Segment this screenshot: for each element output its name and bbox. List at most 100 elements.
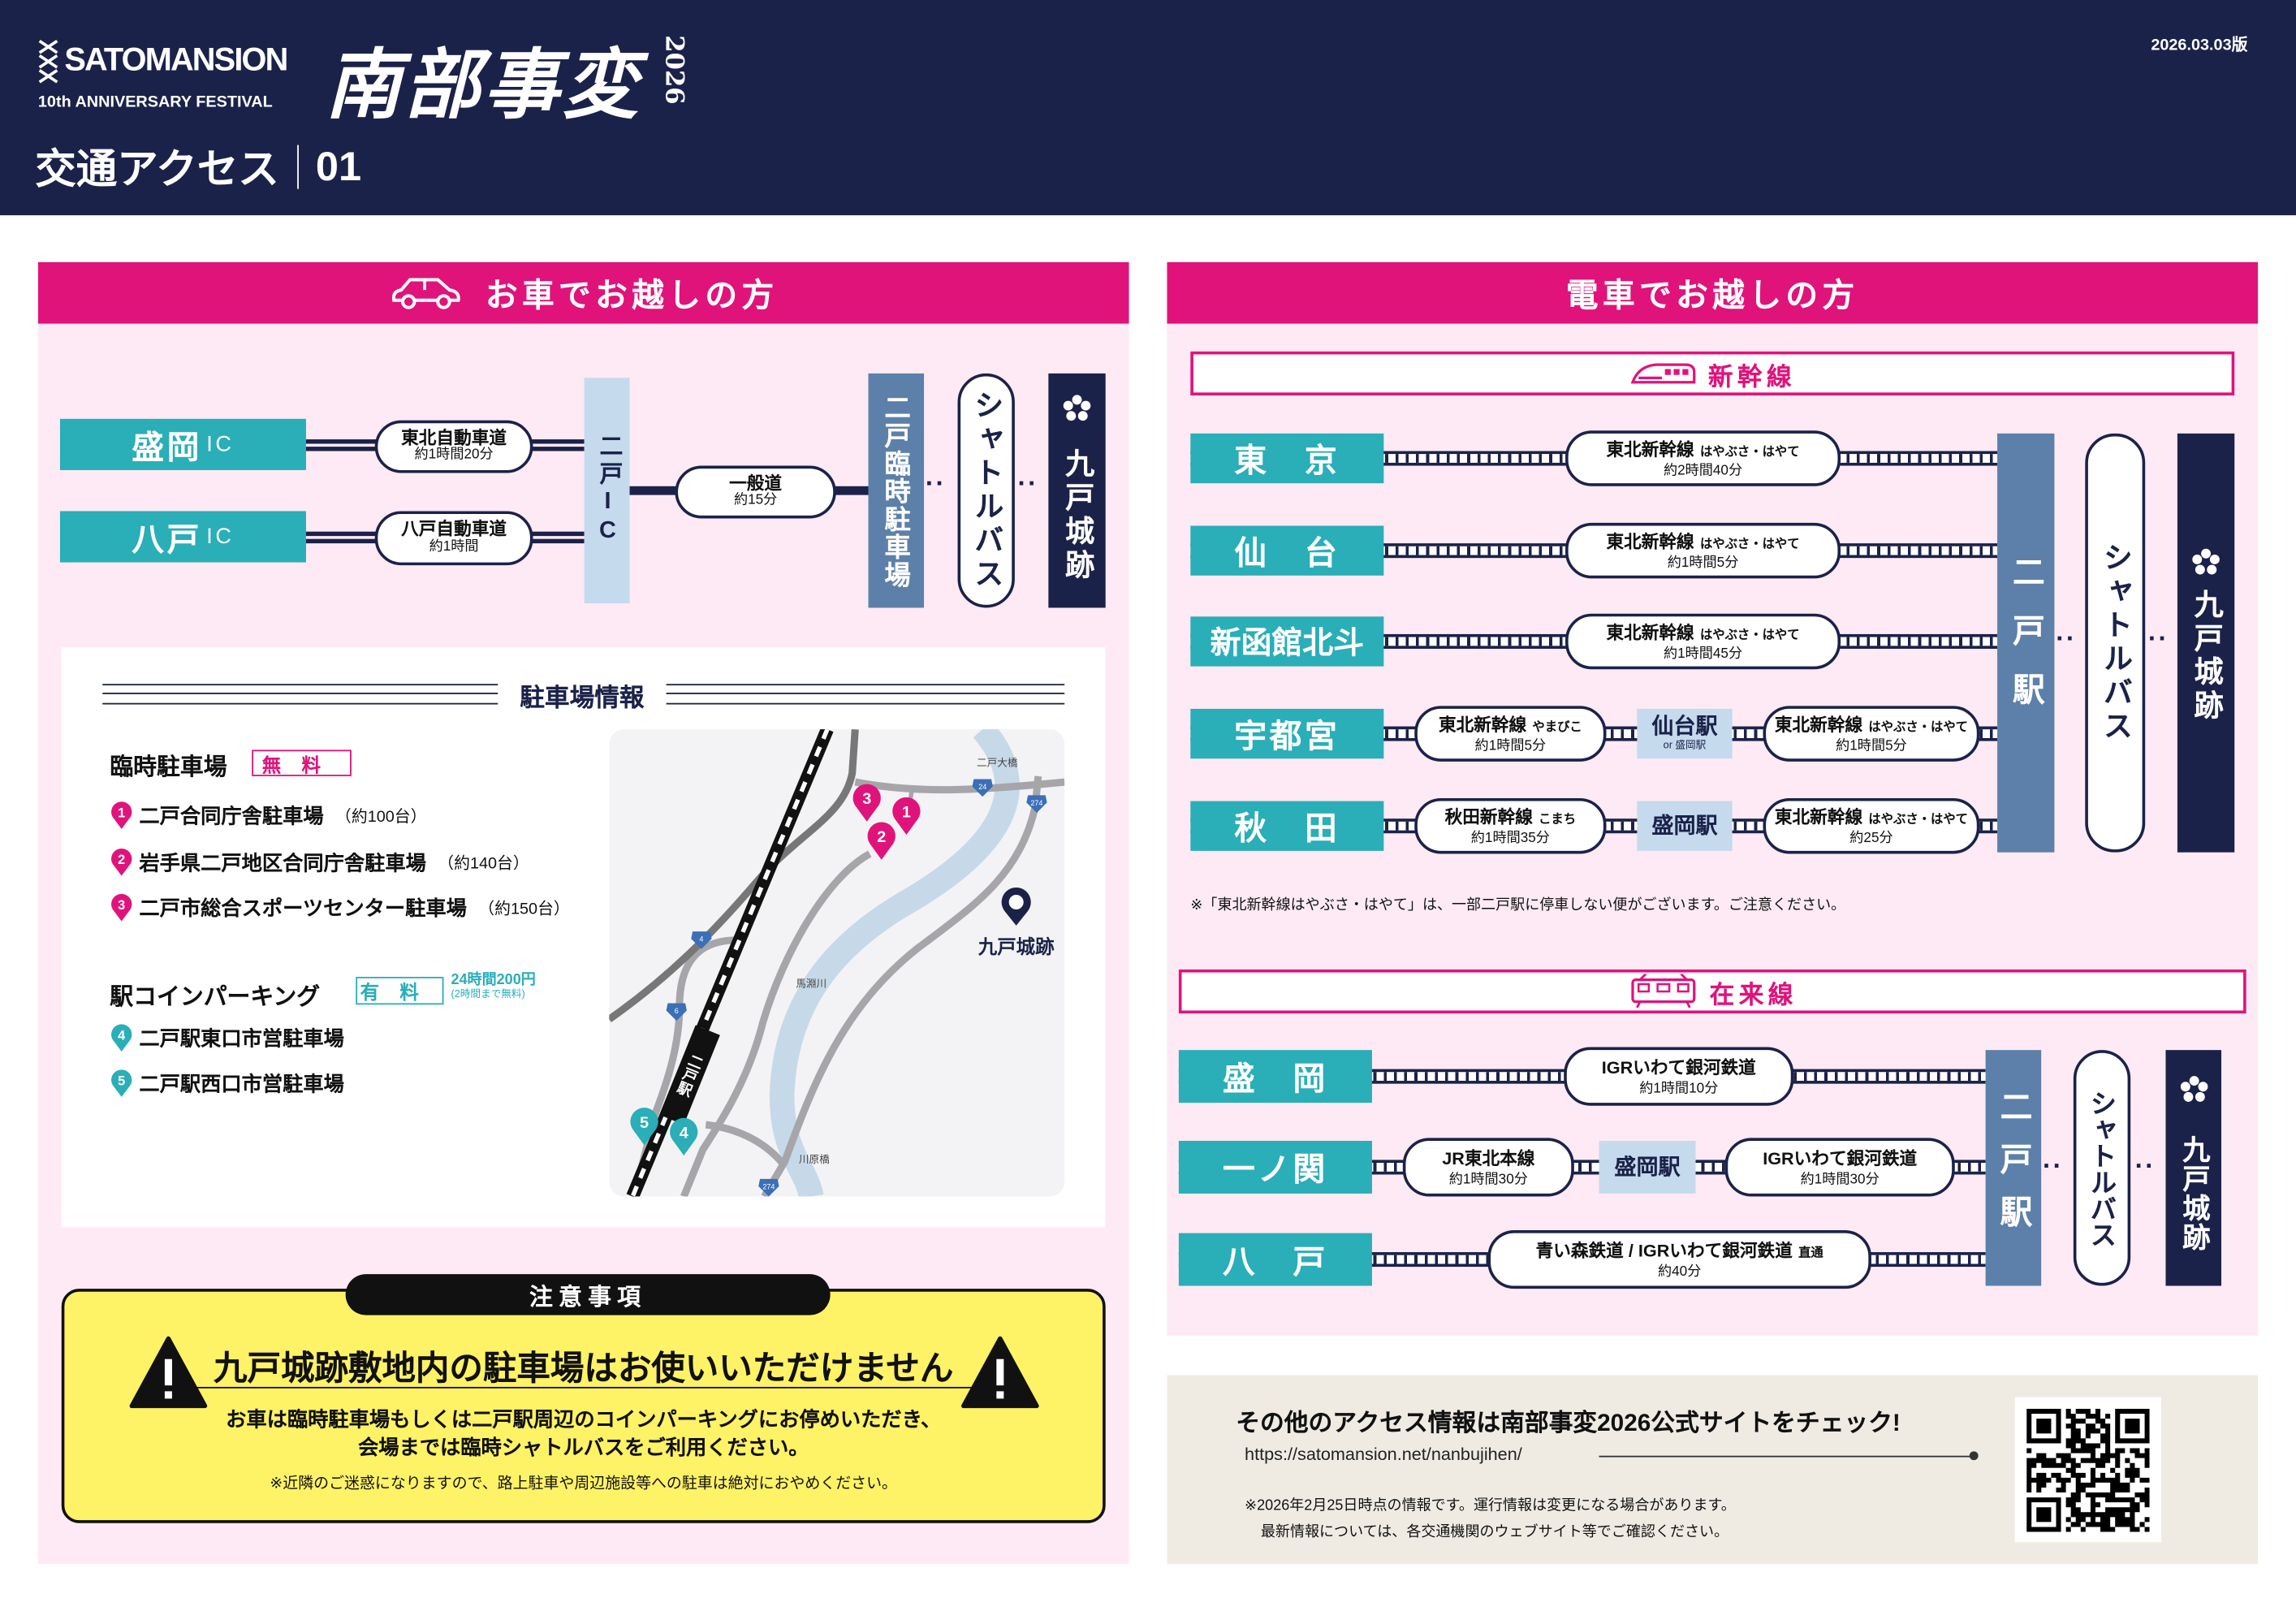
pin-number: 4 (680, 1124, 688, 1142)
connector-dots: ·· (2147, 624, 2169, 654)
train-name: はやぶさ・はやて (1699, 627, 1800, 642)
shinkansen-icon (1629, 363, 1695, 384)
travel-time: 約1時間30分 (1800, 1171, 1880, 1188)
shinkansen-note: ※「東北新幹線はやぶさ・はやて」は、一部二戸駅に停車しない便がございます。ご注意… (1190, 897, 1846, 914)
qr-code[interactable] (2026, 1409, 2150, 1532)
line-name: 青い森鉄道 / IGRいわて銀河鉄道 (1535, 1241, 1793, 1262)
origin-station: 宇都宮 (1190, 708, 1384, 759)
route-pill: 東北新幹線やまびこ約1時間5分 (1414, 706, 1607, 762)
train-name: こまち (1539, 811, 1577, 827)
header: SATOMANSION 10th ANNIVERSARY FESTIVAL 南部… (0, 0, 2296, 216)
route-pill-local-road: 一般道 約15分 (675, 465, 836, 519)
map-label-bridge-north: 二戸大橋 (977, 757, 1018, 768)
pin-icon: 4 (111, 1024, 132, 1052)
line-name: 東北新幹線 (1774, 715, 1863, 736)
route-pill-hachinohe-expressway: 八戸自動車道 約1時間 (374, 511, 533, 566)
pill-line-row: 東北新幹線はやぶさ・はやて (1606, 529, 1799, 556)
page-title-text: 交通アクセス (35, 146, 279, 192)
route-number: 6 (675, 1007, 679, 1015)
castle-crest-icon (2180, 1076, 2208, 1102)
route-pill: 東北新幹線はやぶさ・はやて約1時間5分 (1565, 522, 1841, 579)
more-info-box: その他のアクセス情報は南部事変2026公式サイトをチェック! https://s… (1167, 1375, 2259, 1565)
car-panel-header: お車でお越しの方 (37, 261, 1129, 324)
road-route-274 (761, 775, 1042, 1197)
pin-number: 3 (862, 790, 871, 808)
travel-time: 約1時間30分 (1448, 1171, 1528, 1188)
parking-capacity: （約100台） (335, 808, 427, 827)
shuttle-bus: シャトルバス (957, 373, 1015, 608)
edition-date: 2026.03.03版 (2151, 37, 2248, 54)
official-site-link[interactable]: https://satomansion.net/nanbujihen/ (1245, 1444, 1522, 1465)
pill-line-row: 東北新幹線はやぶさ・はやて (1775, 805, 1968, 831)
connector-dots: ·· (2134, 1151, 2156, 1181)
qr-code-frame[interactable] (2014, 1397, 2162, 1543)
castle-crest-icon (1063, 395, 1091, 421)
pin-shape (867, 822, 896, 860)
route-row: 仙 台東北新幹線はやぶさ・はやて約1時間5分 (1190, 522, 1998, 579)
connector-dots: ·· (925, 469, 947, 499)
route-shield: 6 (666, 1003, 687, 1021)
travel-time: 約1時間35分 (1470, 830, 1550, 846)
route-row: 新函館北斗東北新幹線はやぶさ・はやて約1時間45分 (1190, 613, 1998, 670)
junction-ninohe-ic: 二戸IC (584, 378, 630, 604)
travel-time: 約15分 (733, 492, 778, 509)
map-pin-5: 5 (630, 1108, 658, 1146)
map-label-castle: 九戸城跡 (978, 935, 1055, 957)
destination-kunohe-castle: 九戸城跡 (1048, 373, 1106, 608)
origin-suffix: IC (206, 432, 235, 457)
route-shield: 24 (972, 779, 993, 797)
notice-box: 九戸城跡敷地内の駐車場はお使いいただけません お車は臨時駐車場もしくは二戸駅周辺… (61, 1289, 1106, 1523)
page-number: 01 (315, 143, 362, 189)
travel-time: 約1時間5分 (1474, 737, 1547, 754)
pin-number: 1 (902, 803, 911, 821)
transfer-name: 盛岡駅 (1651, 813, 1718, 839)
pin-shape (630, 1108, 658, 1146)
pill-line-row: 東北新幹線やまびこ (1439, 712, 1582, 739)
logo-subtitle: 10th ANNIVERSARY FESTIVAL (37, 93, 273, 112)
warning-icon (961, 1336, 1039, 1409)
route-pill: JR東北本線約1時間30分 (1402, 1138, 1574, 1197)
svg-text:5: 5 (118, 1073, 125, 1088)
line-name: 東北新幹線 (1606, 439, 1694, 460)
pill-line-row: 青い森鉄道 / IGRいわて銀河鉄道直通 (1536, 1238, 1823, 1265)
line-name: 秋田新幹線 (1444, 807, 1533, 828)
map-label-bridge-south: 川原橋 (799, 1154, 830, 1165)
transfer-name: 盛岡駅 (1614, 1155, 1681, 1180)
hub-ninohe-station: 二戸駅 (1997, 433, 2055, 853)
pill-line-row: IGRいわて銀河鉄道 (1763, 1146, 1917, 1173)
shuttle-bus: シャトルバス (2073, 1050, 2131, 1286)
transfer-name: 仙台駅 (1651, 715, 1718, 740)
notice-body-line1: お車は臨時駐車場もしくは二戸駅周辺のコインパーキングにお停めいただき、 (226, 1407, 942, 1432)
parking-info-box: 駐車場情報 臨時駐車場 無料 駅コインパーキング 有料 24時間200円 (2時… (61, 647, 1106, 1228)
travel-time: 約2時間40分 (1663, 462, 1743, 479)
notice-rule (196, 1386, 973, 1389)
pin-shape (892, 797, 921, 836)
destination-label: 九戸城跡 (2177, 1134, 2209, 1253)
svg-text:4: 4 (118, 1029, 125, 1043)
pin-icon: 2 (111, 848, 132, 876)
route-row: 宇都宮東北新幹線やまびこ約1時間5分東北新幹線はやぶさ・はやて約1時間5分仙台駅… (1190, 706, 1998, 762)
origin-station: 新函館北斗 (1190, 616, 1384, 667)
destination-kunohe-castle: 九戸城跡 (2177, 433, 2235, 853)
shuttle-bus: シャトルバス (2085, 433, 2146, 853)
pill-line-row: 東北新幹線はやぶさ・はやて (1606, 437, 1799, 464)
route-pill: 東北新幹線はやぶさ・はやて約1時間5分 (1763, 706, 1980, 762)
travel-time: 約25分 (1849, 830, 1893, 846)
page-title: 交通アクセス 01 (35, 138, 361, 197)
parking-capacity: （約150台） (478, 901, 570, 918)
destination-label: 九戸城跡 (1060, 447, 1093, 583)
shield-shape (972, 779, 993, 797)
line-name: 東北新幹線 (1606, 623, 1694, 644)
parking-name: 二戸市総合スポーツセンター駐車場 (139, 896, 467, 920)
coin-price: 24時間200円 (2時間まで無料) (451, 973, 535, 1000)
local-line-header: 在来線 (1178, 969, 2246, 1014)
heading-rule (102, 684, 498, 705)
temporary-parking-title: 臨時駐車場 (110, 755, 227, 781)
